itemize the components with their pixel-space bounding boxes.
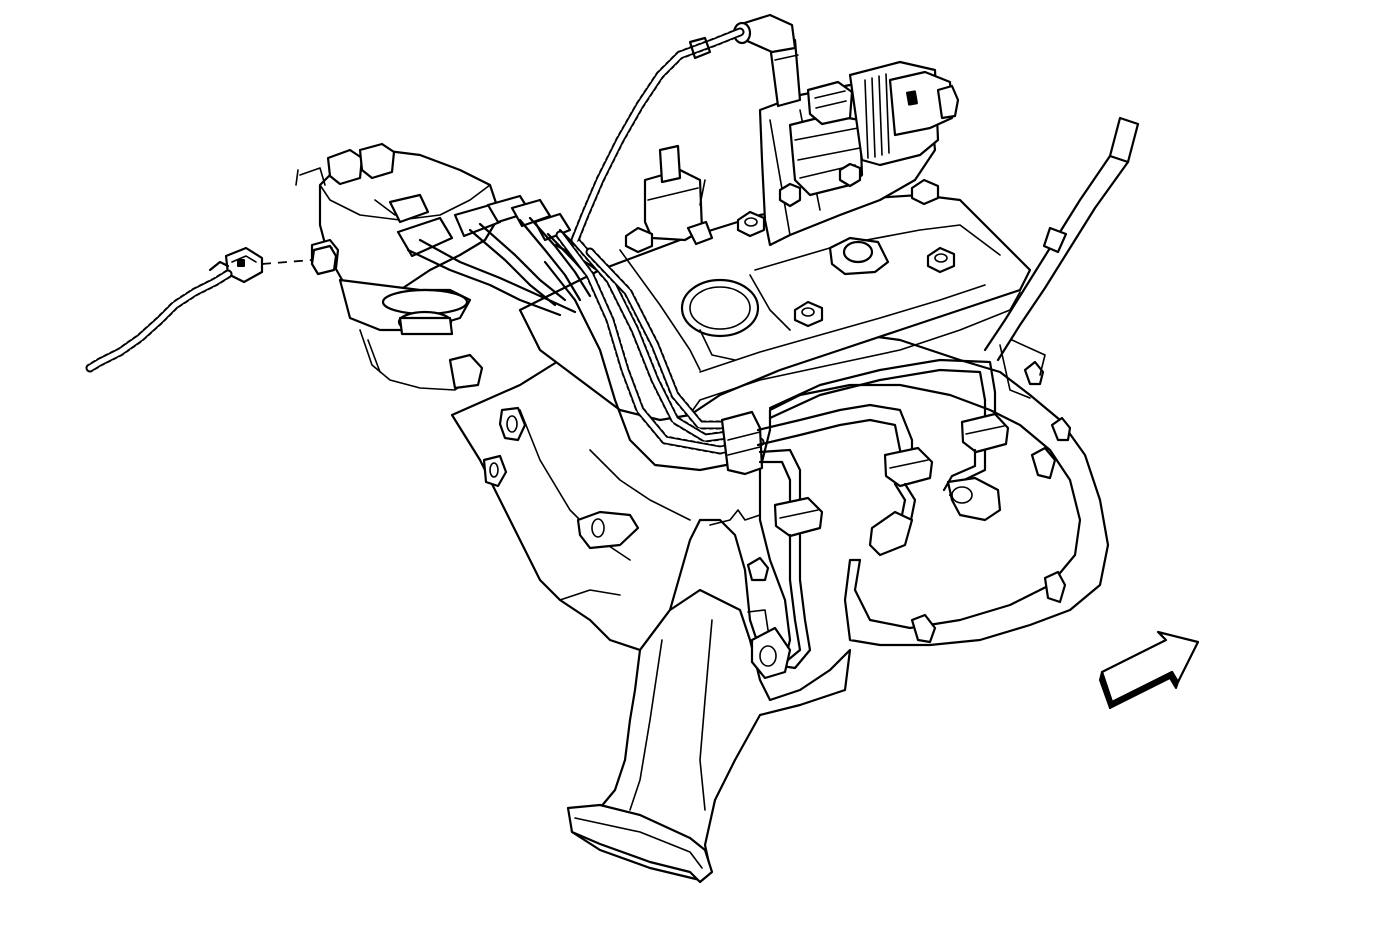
crankshaft-position-sensor-connector [85,244,338,373]
spark-plug-wires [396,27,765,472]
bolt-icon [778,182,802,208]
manifold-harness [720,358,1010,680]
bolt-icon [926,246,956,274]
direction-arrow-icon [1099,630,1200,709]
ignition-coil-module [624,13,960,254]
bolt-icon [793,300,824,328]
bolt-icon [910,178,940,206]
dipstick-tube [983,116,1140,399]
bolt-icon [736,210,766,238]
distributor [295,142,502,391]
bolt-icon [838,162,862,188]
